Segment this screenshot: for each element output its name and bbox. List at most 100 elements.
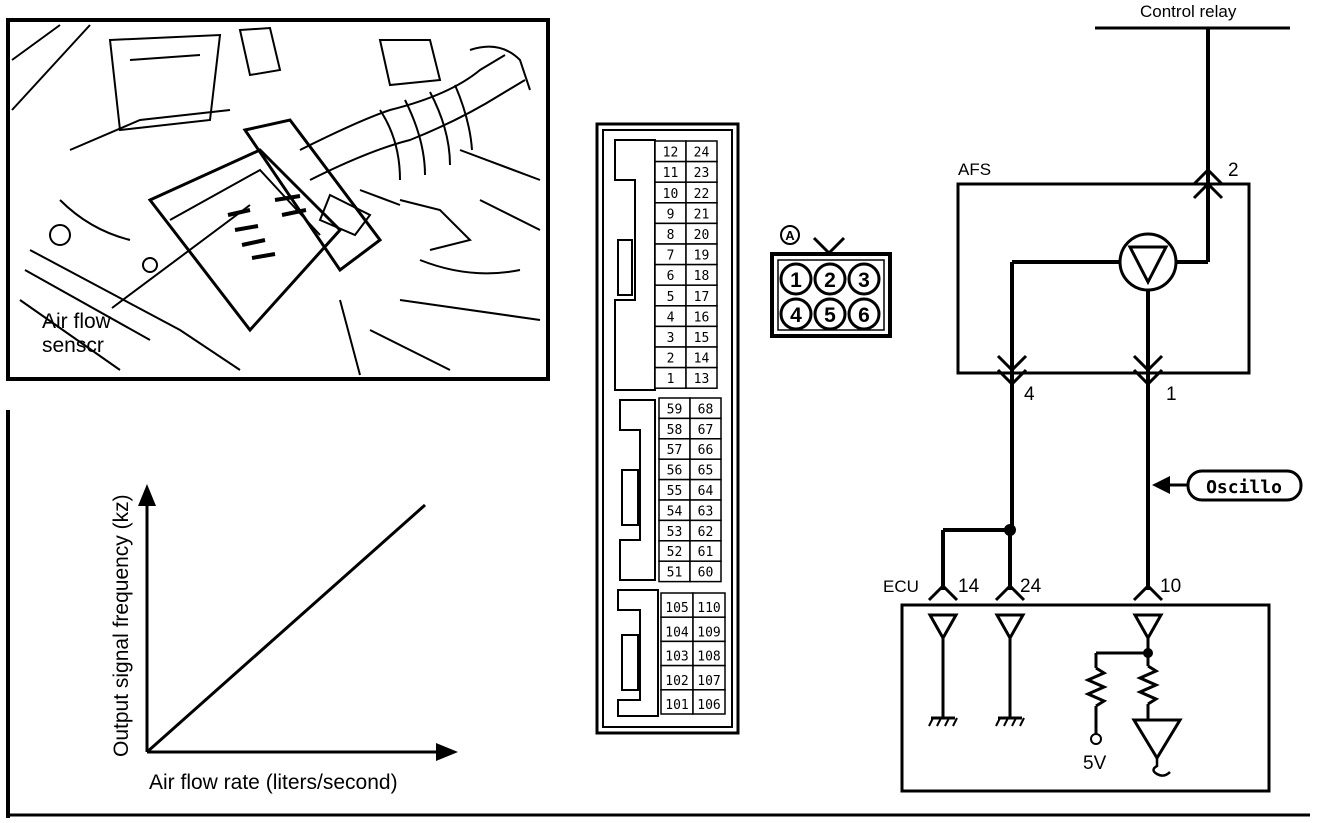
afs-label: AFS (958, 160, 991, 179)
ecu-pin-number: 21 (694, 207, 710, 222)
connector-marker: A (785, 228, 795, 243)
ecu-pin-block-3: 105 110 104 109 103 108 102 107 101 106 (660, 592, 726, 715)
pin-14-label: 14 (958, 576, 980, 597)
ecu-pin-number: 103 (665, 650, 688, 665)
ecu-pin-number: 65 (698, 464, 714, 479)
engine-bay-photo: Air flow senscr (6, 18, 550, 381)
ecu-pin-number: 4 (667, 310, 675, 325)
ecu-pin-number: 13 (694, 372, 710, 387)
ecu-pin-cell (692, 640, 726, 667)
ecu-pin-number: 14 (694, 352, 710, 367)
graph-y-label: Output signal frequency (kz) (110, 494, 133, 757)
afs-pin (813, 262, 847, 296)
ecu-pin-number: 53 (667, 525, 683, 540)
afs-pin-number: 2 (824, 269, 836, 292)
ecu-pin-number: 62 (698, 525, 714, 540)
afs-pin (847, 262, 881, 296)
ecu-pin-number: 67 (698, 423, 714, 438)
afs-pin (779, 297, 813, 331)
ecu-pin-number: 51 (667, 566, 683, 581)
ecu-pin-number: 55 (667, 484, 683, 499)
afs-pin-number: 5 (824, 304, 836, 327)
frequency-graph: Output signal frequency (kz) Air flow ra… (6, 410, 458, 818)
ecu-pin-number: 19 (694, 249, 710, 264)
oscillo-tag (1186, 469, 1303, 502)
ecu-pin-cell (692, 592, 726, 618)
ecu-pin-number: 54 (667, 504, 683, 519)
ecu-pin-number: 59 (667, 402, 683, 417)
ecu-pin-number: 23 (694, 166, 710, 181)
ecu-pin-number: 108 (697, 650, 720, 665)
resistor-series (1136, 664, 1160, 706)
afs-pin-number: 4 (790, 304, 802, 327)
afs-pin-number: 6 (858, 304, 870, 327)
ecu-pin-number: 105 (665, 601, 688, 616)
ecu-pin-cell (685, 366, 718, 389)
ecu-pin-cell (692, 689, 726, 715)
connector-marker-circle (780, 225, 800, 245)
ecu-pin-number: 17 (694, 290, 710, 305)
ecu-pin-number: 1 (667, 372, 675, 387)
ecu-pin-number: 16 (694, 310, 710, 325)
ecu-pin-number: 10 (663, 187, 679, 202)
ecu-pin-number: 57 (667, 443, 683, 458)
ecu-pin-number: 101 (665, 698, 688, 713)
ecu-pin-number: 20 (694, 228, 710, 243)
ecu-pin-number: 106 (697, 698, 720, 713)
ecu-pin-number: 2 (667, 352, 675, 367)
ecu-pin-number: 107 (697, 674, 720, 689)
ecu-pin-number: 11 (663, 166, 679, 181)
ecu-pin-number: 56 (667, 464, 683, 479)
ecu-pin-number: 24 (694, 146, 710, 161)
resistor-pullup (1084, 666, 1108, 708)
ecu-pin-number: 15 (694, 331, 710, 346)
ecu-pin-number: 60 (698, 566, 714, 581)
y-axis-arrow (138, 484, 156, 506)
ecu-pin-number: 61 (698, 545, 714, 560)
oscillo-label: Oscillo (1206, 477, 1282, 498)
ecu-box (900, 603, 1271, 793)
ecu-pin-number: 3 (667, 331, 675, 346)
ecu-pin-number: 22 (694, 187, 710, 202)
ecu-pin-number: 7 (667, 249, 675, 264)
pin-2-label: 2 (1228, 160, 1239, 181)
air-flow-sensor-label-line2: senscr (42, 334, 104, 357)
pin-4-label: 4 (1024, 384, 1035, 405)
pin-24-label: 24 (1020, 576, 1042, 597)
ecu-pin-number: 102 (665, 674, 688, 689)
ecu-pin-number: 12 (663, 146, 679, 161)
x-axis-arrow (436, 743, 458, 761)
ecu-pin-cell (692, 616, 726, 643)
afs-pin-number: 1 (790, 269, 802, 292)
ecu-pin-number: 6 (667, 269, 675, 284)
ecu-pin-number: 5 (667, 290, 675, 305)
ecu-pin-number: 8 (667, 228, 675, 243)
supply-5v-label: 5V (1083, 753, 1107, 774)
ecu-pin-number: 18 (694, 269, 710, 284)
afs-pin (847, 297, 881, 331)
graph-x-label: Air flow rate (liters/second) (149, 771, 398, 794)
ecu-pin-number: 104 (665, 625, 689, 640)
control-relay-label: Control relay (1140, 2, 1237, 21)
ecu-label: ECU (883, 577, 919, 596)
ecu-pin-number: 66 (698, 443, 714, 458)
schmitt-buffer (1131, 718, 1183, 761)
ecu-pin-number: 110 (697, 601, 720, 616)
pin-1-label: 1 (1166, 384, 1177, 405)
ecu-pin-block-1: 12 24 11 23 10 22 9 21 8 20 7 19 6 18 5 17 4 16 3 15 2 14 1 13 (654, 140, 718, 389)
pin-10-label: 10 (1160, 576, 1181, 597)
afs-pin-number: 3 (858, 269, 870, 292)
circuit-schematic: Control relay 2 AFS 4 1 Oscillo (883, 2, 1303, 793)
afs-pin (779, 262, 813, 296)
ecu-pin-number: 109 (697, 625, 720, 640)
ecu-pin-number: 9 (667, 207, 675, 222)
response-line (146, 503, 426, 754)
ecu-pin-number: 58 (667, 423, 683, 438)
ecu-pin-number: 68 (698, 402, 714, 417)
ecu-pin-number: 52 (667, 545, 683, 560)
air-flow-sensor-label-line1: Air flow (42, 310, 112, 333)
